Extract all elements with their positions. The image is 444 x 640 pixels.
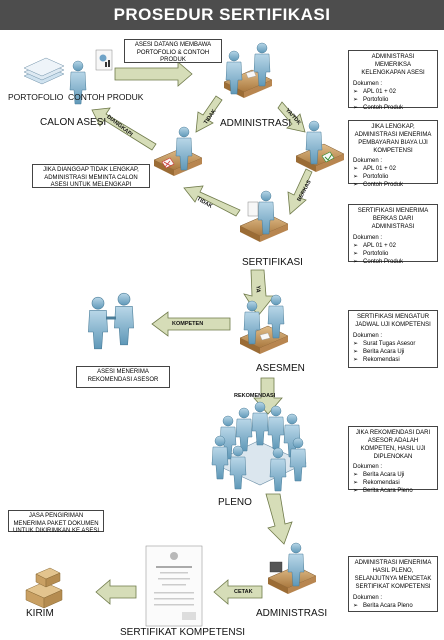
doc-box-heading: SERTIFIKASI MENERIMA BERKAS DARI ADMINIS… [357, 208, 429, 230]
arrow-label-kompeten: KOMPETEN [172, 321, 204, 327]
handshake-scene [88, 292, 134, 350]
contoh-produk-icon [95, 49, 113, 71]
doc-item: APL 01 + 02 [353, 88, 433, 96]
note-asesi-datang: ASESI DATANG MEMBAWA PORTOFOLIO & CONTOH… [124, 39, 222, 63]
doc-item: Rekomendasi [353, 479, 433, 487]
arrow-asesmen-to-asesi [151, 311, 231, 337]
arrow-admin-to-right [277, 101, 306, 133]
asesmen-label: ASESMEN [256, 363, 305, 374]
arrow-sertifikasi-to-left [183, 185, 241, 217]
portofolio-icon [23, 57, 65, 85]
doc-box-doc-label: Dokumen : [353, 464, 383, 470]
doc-item: Contoh Produk [353, 104, 433, 112]
doc-box-doc-label: Dokumen : [353, 81, 383, 87]
doc-box-1: ADMINISTRASI MEMERIKSA KELENGKAPAN ASESI… [348, 50, 438, 112]
note-asesi-menerima: ASESI MENERIMA REKOMENDASI ASESOR [76, 366, 170, 388]
sertifikasi-label: SERTIFIKASI [242, 257, 303, 268]
doc-box-5: JIKA REKOMENDASI DARI ASESOR ADALAH KOMP… [348, 426, 438, 495]
arrow-pleno-to-admin [265, 493, 293, 545]
doc-item: Portofolio [353, 173, 433, 181]
doc-item: Contoh Produk [353, 258, 433, 266]
kirim-label: KIRIM [26, 608, 54, 619]
left-desk-scene [153, 126, 203, 177]
kirim-packages [25, 567, 63, 609]
note-jika-tidak-lengkap: JIKA DIANGGAP TIDAK LENGKAP, ADMINISTRAS… [32, 164, 150, 188]
doc-item: APL 01 + 02 [353, 242, 433, 250]
administrasi-bottom-scene [267, 542, 317, 595]
sertifikasi-scene [239, 190, 289, 243]
arrow-label-cetak: CETAK [234, 589, 253, 595]
arrow-label-ya: YA [254, 285, 261, 293]
arrow-asesi-to-admin [114, 61, 193, 87]
doc-box-heading: ADMINISTRASI MENERIMA HASIL PLENO, SELAN… [354, 560, 432, 590]
doc-box-heading: SERTIFIKASI MENGATUR JADWAL UJI KOMPETEN… [355, 314, 431, 328]
administrasi-top-scene [223, 42, 273, 99]
arrow-admin-to-sertifikat [213, 579, 263, 605]
pleno-scene [211, 401, 307, 492]
sertifikat-document [145, 545, 203, 627]
doc-box-6: ADMINISTRASI MENERIMA HASIL PLENO, SELAN… [348, 556, 438, 612]
doc-item: Berita Acara Uji [353, 471, 433, 479]
administrasi-top-label: ADMINISTRASI [220, 118, 292, 129]
doc-item: Surat Tugas Asesor [353, 340, 433, 348]
doc-box-4: SERTIFIKASI MENGATUR JADWAL UJI KOMPETEN… [348, 310, 438, 368]
contoh-produk-label: CONTOH PRODUK [68, 92, 144, 102]
arrow-right-to-sertifikasi [287, 168, 313, 215]
page-title: PROSEDUR SERTIFIKASI [0, 0, 444, 30]
arrow-left-to-asesi [91, 107, 157, 151]
doc-box-doc-label: Dokumen : [353, 595, 383, 601]
doc-box-3: SERTIFIKASI MENERIMA BERKAS DARI ADMINIS… [348, 204, 438, 266]
doc-item: Contoh Produk [353, 181, 433, 189]
pleno-label: PLENO [218, 497, 252, 508]
doc-box-heading: ADMINISTRASI MEMERIKSA KELENGKAPAN ASESI [361, 54, 425, 76]
doc-box-doc-label: Dokumen : [353, 158, 383, 164]
arrow-label-rekomendasi: REKOMENDASI [234, 393, 276, 399]
doc-box-doc-label: Dokumen : [353, 333, 383, 339]
arrow-admin-to-left [195, 95, 223, 133]
doc-box-heading: JIKA REKOMENDASI DARI ASESOR ADALAH KOMP… [355, 430, 431, 460]
arrows [91, 61, 313, 605]
doc-item: Berita Acara Pleno [353, 487, 433, 495]
doc-box-heading: JIKA LENGKAP, ADMINISTRASI MENERIMA PEMB… [354, 124, 432, 154]
right-desk-scene [295, 120, 345, 173]
doc-item: Portofolio [353, 96, 433, 104]
arrow-sertifikat-to-kirim [95, 579, 137, 605]
sertifikat-kompetensi-label: SERTIFIKAT KOMPETENSI [120, 627, 246, 638]
doc-item: APL 01 + 02 [353, 165, 433, 173]
doc-item: Berita Acara Uji [353, 348, 433, 356]
portofolio-label: PORTOFOLIO [8, 92, 64, 102]
doc-box-2: JIKA LENGKAP, ADMINISTRASI MENERIMA PEMB… [348, 120, 438, 189]
calon-asesi-label: CALON ASESI [40, 117, 107, 128]
doc-box-doc-label: Dokumen : [353, 235, 383, 241]
note-jasa-pengiriman: JASA PENGIRIMAN MENERIMA PAKET DOKUMEN U… [8, 510, 104, 534]
doc-item: Berita Acara Pleno [353, 602, 433, 610]
doc-item: Portofolio [353, 250, 433, 258]
administrasi-bottom-label: ADMINISTRASI [256, 608, 328, 619]
doc-item: Rekomendasi [353, 356, 433, 364]
